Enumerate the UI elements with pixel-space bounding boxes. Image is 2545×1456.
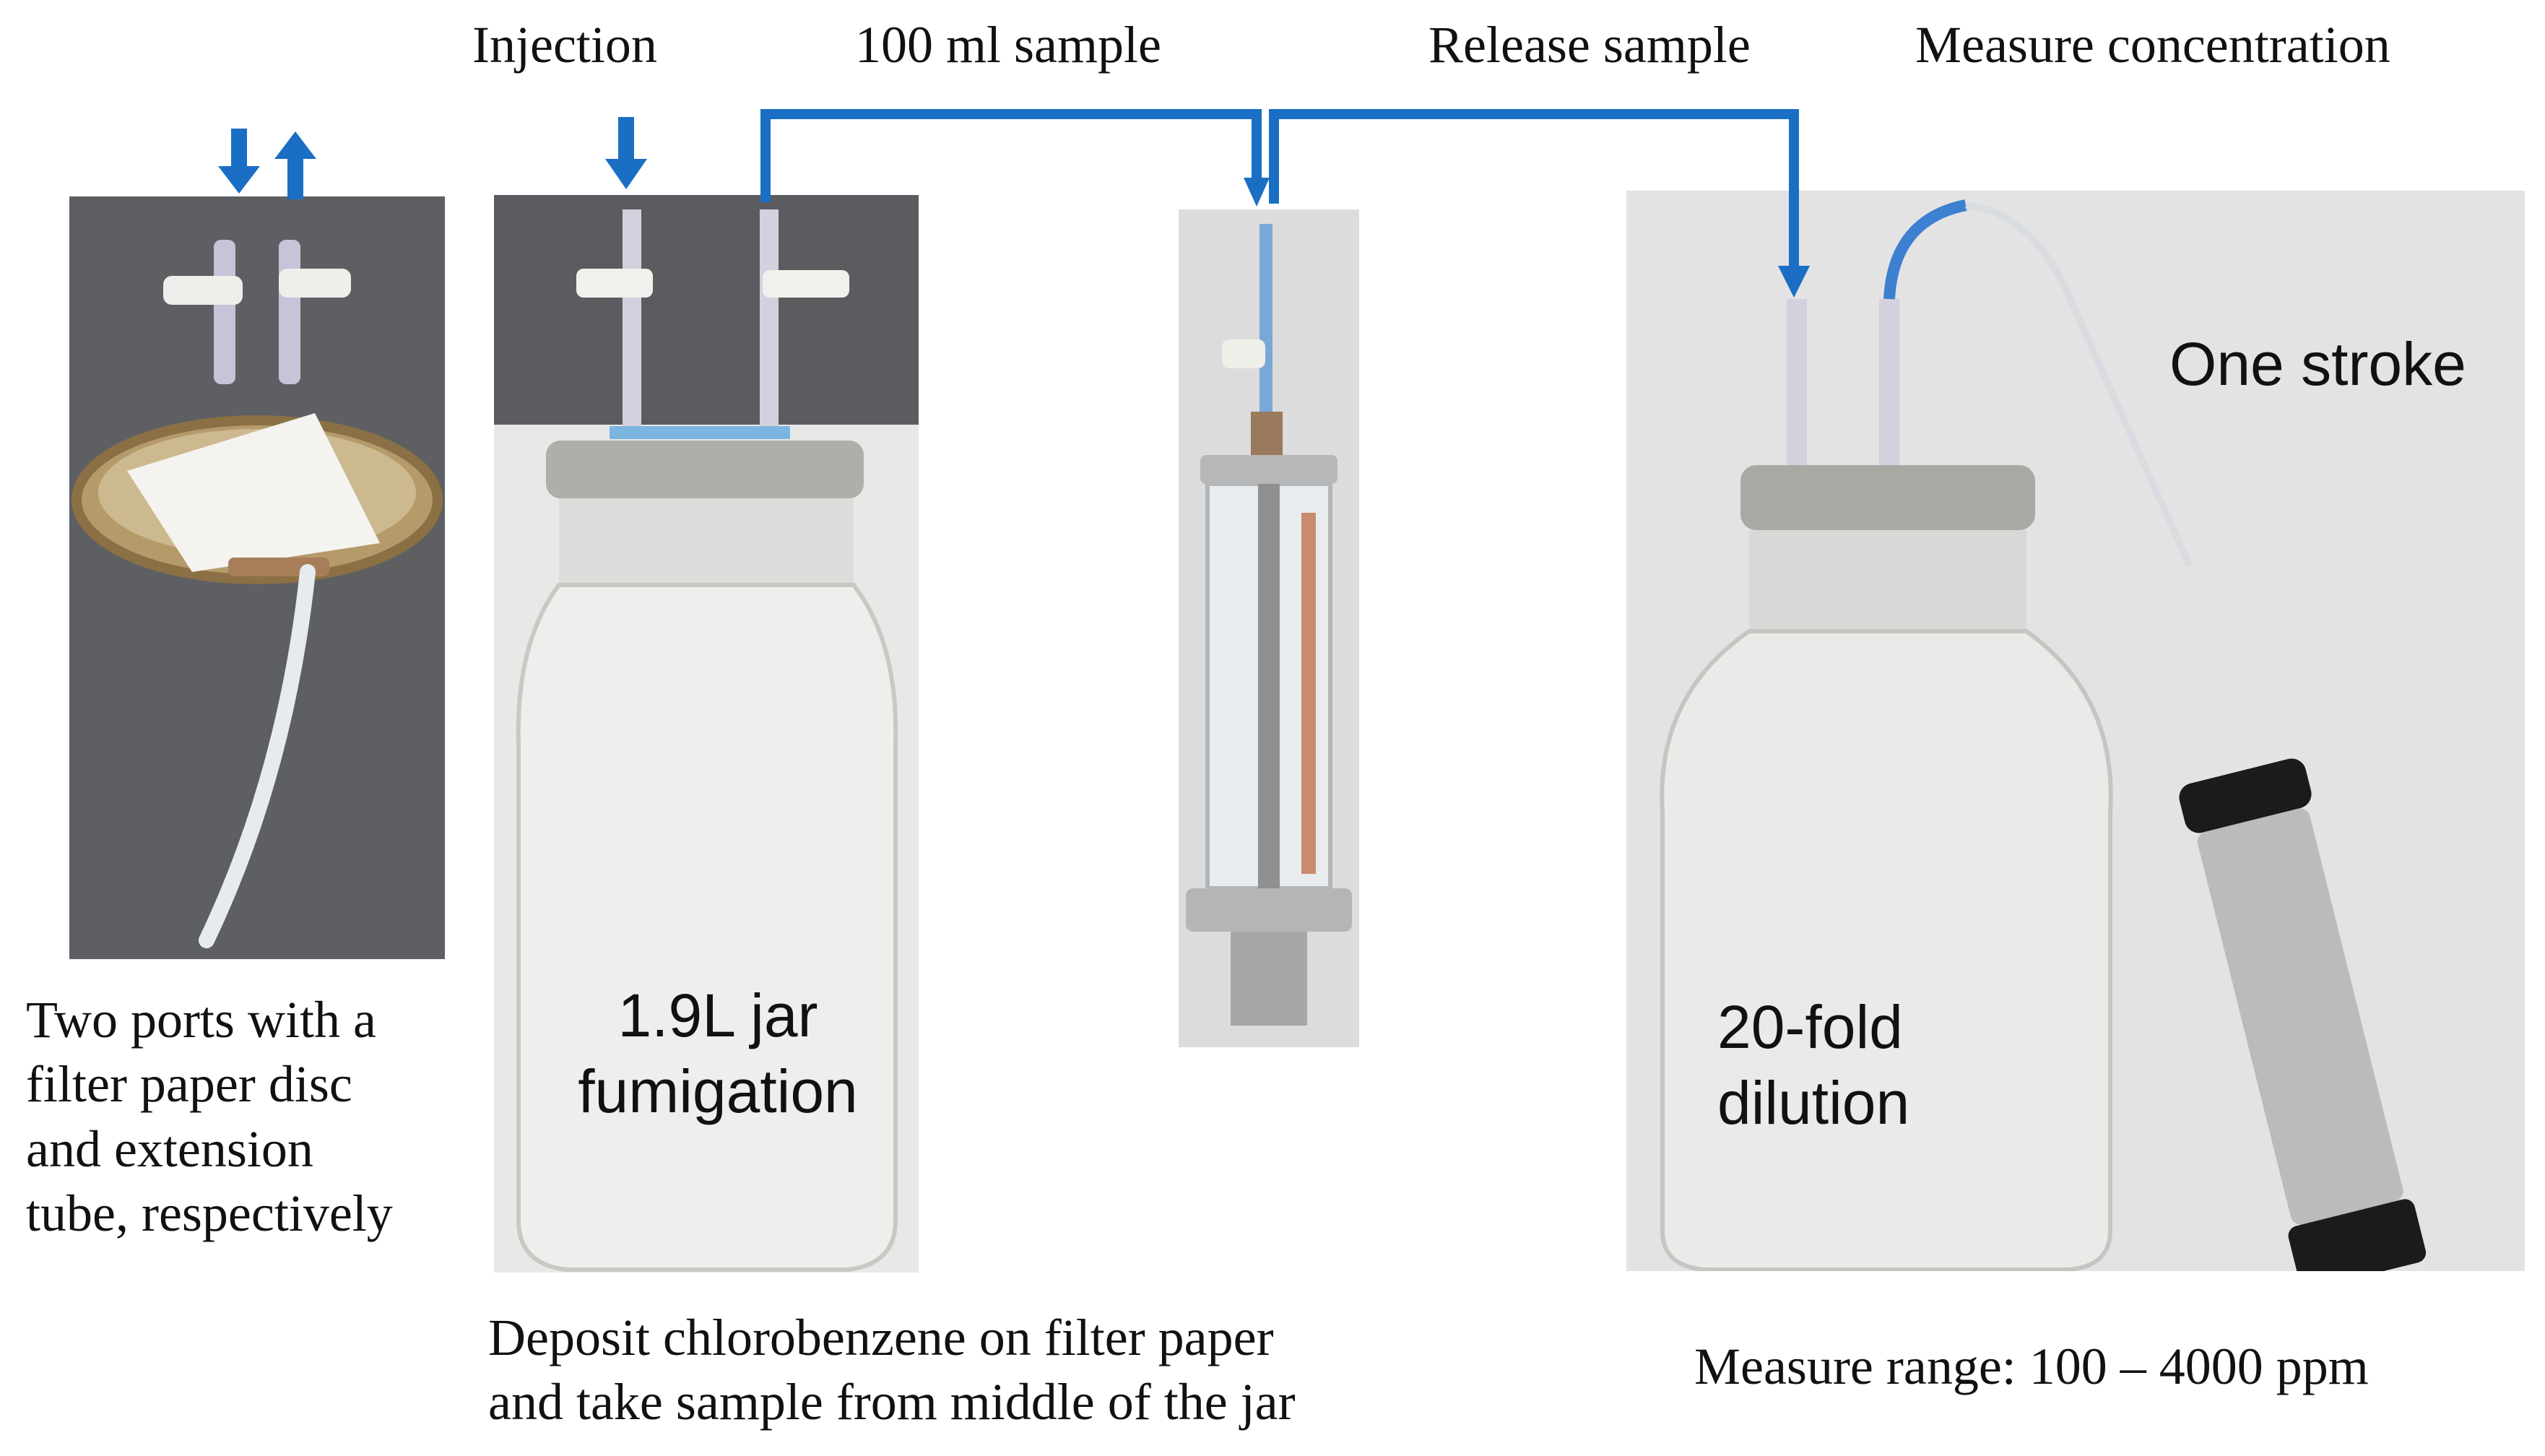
release-flow-arrow bbox=[1269, 109, 1799, 273]
caption-measure-range: Measure range: 100 – 4000 ppm bbox=[1694, 1338, 2369, 1395]
photo-dilution-jar-pump bbox=[1626, 191, 2525, 1271]
syringe-illustration bbox=[1186, 224, 1352, 1026]
down-arrow-icon bbox=[605, 117, 647, 189]
caption-line: Deposit chlorobenzene on filter paper bbox=[488, 1309, 1274, 1366]
dilution-ratio-line: 20-fold bbox=[1717, 993, 1903, 1061]
caption-line: Two ports with a bbox=[26, 991, 376, 1049]
caption-line: filter paper disc bbox=[26, 1055, 352, 1114]
step-label-release: Release sample bbox=[1428, 16, 1751, 74]
photo-fumigation-jar bbox=[494, 195, 919, 1273]
dilution-word-line: dilution bbox=[1717, 1069, 1910, 1137]
caption-lid: Two ports with a filter paper disc and e… bbox=[26, 988, 393, 1246]
jar-size-label: 1.9L jar fumigation bbox=[566, 978, 870, 1130]
down-arrow-icon bbox=[1244, 178, 1270, 207]
caption-fumigation: Deposit chlorobenzene on filter paper an… bbox=[488, 1306, 1296, 1435]
dilution-jar-pump-illustration bbox=[1660, 199, 2427, 1271]
photo-lid-ports bbox=[69, 196, 445, 959]
down-arrow-icon bbox=[218, 129, 260, 194]
caption-line: and extension bbox=[26, 1119, 313, 1178]
lid-illustration bbox=[71, 240, 443, 948]
dilution-label: 20-fold dilution bbox=[1717, 989, 1909, 1141]
caption-line: and take sample from middle of the jar bbox=[488, 1373, 1296, 1431]
sample-flow-arrow bbox=[760, 109, 1262, 202]
jar-purpose-line: fumigation bbox=[578, 1057, 858, 1125]
up-arrow-icon bbox=[274, 131, 316, 199]
fumigation-jar-illustration bbox=[494, 195, 919, 1272]
jar-size-line: 1.9L jar bbox=[617, 982, 818, 1049]
step-label-sample: 100 ml sample bbox=[855, 16, 1161, 74]
pump-stroke-label: One stroke bbox=[2169, 330, 2466, 398]
step-label-injection: Injection bbox=[472, 16, 657, 74]
caption-line: tube, respectively bbox=[26, 1184, 393, 1242]
step-label-measure: Measure concentration bbox=[1915, 16, 2390, 74]
down-arrow-icon bbox=[1778, 266, 1810, 298]
photo-syringe bbox=[1179, 209, 1359, 1047]
